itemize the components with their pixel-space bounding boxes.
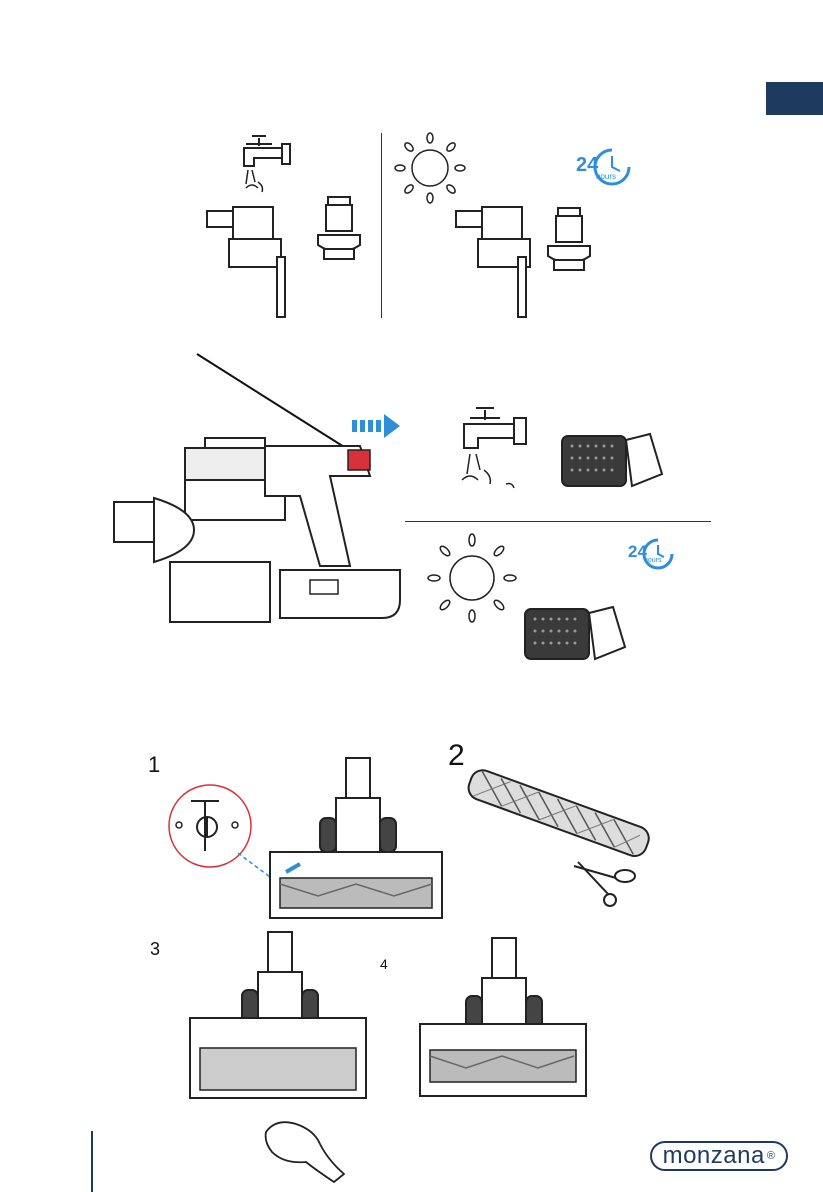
arrow-right-icon	[352, 414, 400, 438]
hours-unit: hours	[596, 172, 616, 181]
brand-registered-mark: ®	[767, 1150, 776, 1162]
step-number-1: 1	[148, 752, 160, 778]
faucet-icon	[232, 130, 302, 200]
dust-container-dry-icon	[452, 195, 542, 320]
dust-container-icon	[203, 195, 293, 320]
step-number-3: 3	[150, 939, 160, 960]
faucet-hepa-icon	[450, 402, 540, 497]
hours-number: 24	[576, 154, 598, 177]
vertical-divider	[381, 133, 382, 318]
horizontal-divider	[405, 521, 711, 522]
footer-rule	[91, 1131, 93, 1192]
sun-hepa-icon	[424, 530, 520, 626]
roller-brush-icon	[458, 760, 658, 870]
brand-name: monzana	[663, 1142, 765, 1170]
floor-brush-head-icon	[266, 752, 446, 922]
brand-logo: monzana ®	[649, 1138, 801, 1174]
section-tab	[766, 82, 823, 115]
cyclone-filter-icon	[314, 195, 364, 265]
hours-unit: hours	[644, 557, 662, 564]
floor-brush-head-open-icon	[188, 928, 368, 1128]
hepa-filter-dry-icon	[519, 603, 629, 663]
scissors-icon	[570, 858, 640, 908]
cyclone-filter-dry-icon	[544, 206, 594, 276]
24-hours-clock-icon-2: 24 hours	[628, 536, 676, 572]
hepa-filter-wash-icon	[556, 430, 666, 490]
24-hours-clock-icon: 24 hours	[576, 146, 634, 188]
hand-cleaning-icon	[258, 1112, 348, 1187]
step-number-4: 4	[380, 956, 388, 972]
vacuum-handheld-icon	[110, 430, 420, 630]
floor-brush-head-assembled-icon	[418, 934, 588, 1104]
